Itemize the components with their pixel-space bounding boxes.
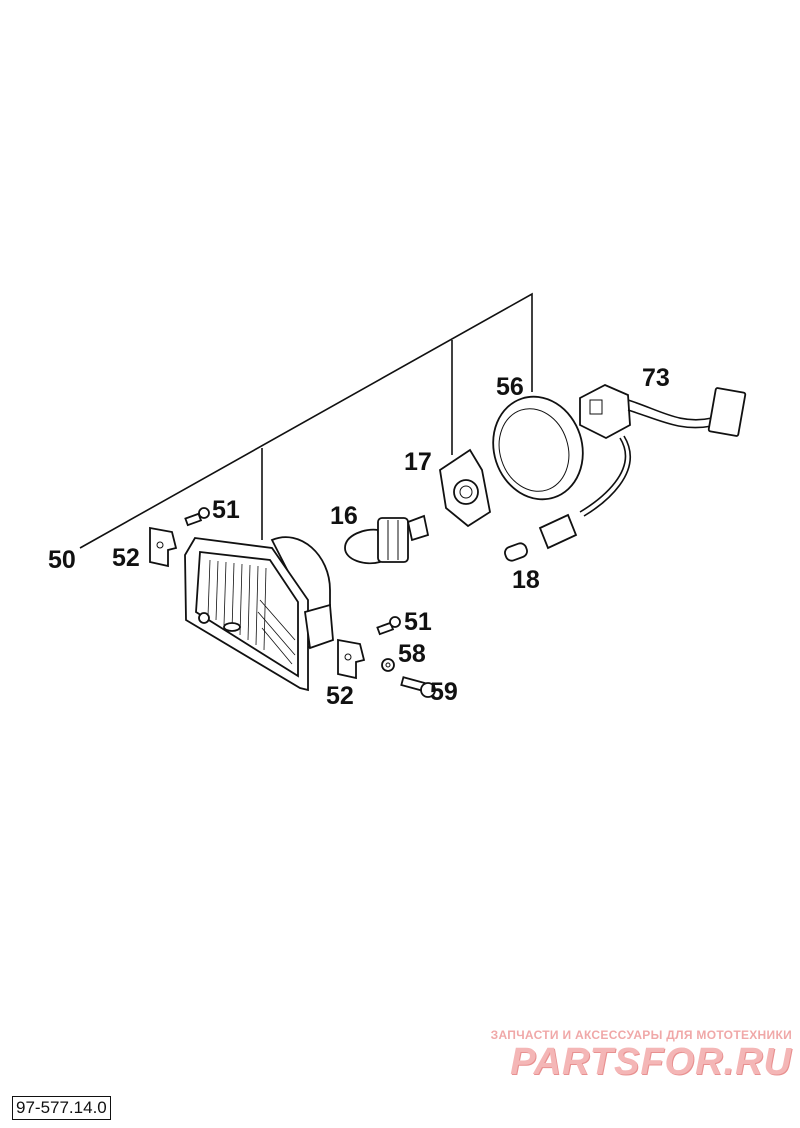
callout-59: 59 bbox=[430, 678, 458, 706]
callout-52-upper: 52 bbox=[112, 544, 140, 572]
washer bbox=[381, 658, 395, 672]
bulb-retaining-ring bbox=[439, 448, 491, 528]
drawing-number: 97-577.14.0 bbox=[12, 1096, 111, 1120]
callout-52-lower: 52 bbox=[326, 682, 354, 710]
wiring-harness bbox=[538, 384, 747, 550]
watermark-caption: ЗАПЧАСТИ И АКСЕССУАРЫ ДЛЯ МОТОТЕХНИКИ bbox=[490, 1028, 792, 1042]
watermark: ЗАПЧАСТИ И АКСЕССУАРЫ ДЛЯ МОТОТЕХНИКИ PA… bbox=[470, 1028, 792, 1082]
screw-upper bbox=[184, 507, 210, 527]
adjusting-screw bbox=[400, 676, 436, 698]
callout-56: 56 bbox=[496, 373, 524, 401]
screw-lower bbox=[376, 616, 401, 636]
callout-73: 73 bbox=[642, 364, 670, 392]
callout-58: 58 bbox=[398, 640, 426, 668]
mounting-bracket-upper bbox=[149, 526, 178, 568]
callout-17: 17 bbox=[404, 448, 432, 476]
callout-16: 16 bbox=[330, 502, 358, 530]
headlight-bulb bbox=[344, 514, 430, 565]
callout-50: 50 bbox=[48, 546, 76, 574]
parking-bulb bbox=[504, 542, 528, 562]
callout-51-upper: 51 bbox=[212, 496, 240, 524]
callout-labels: 50 52 51 16 17 56 73 18 51 58 52 59 bbox=[48, 364, 670, 710]
mounting-bracket-lower bbox=[337, 638, 366, 680]
callout-18: 18 bbox=[512, 566, 540, 594]
callout-51-lower: 51 bbox=[404, 608, 432, 636]
assembly-leader-lines bbox=[79, 292, 533, 549]
headlight-housing bbox=[184, 536, 334, 692]
rubber-dust-cap bbox=[492, 395, 584, 501]
watermark-logo: PARTSFOR.RU bbox=[510, 1041, 792, 1083]
